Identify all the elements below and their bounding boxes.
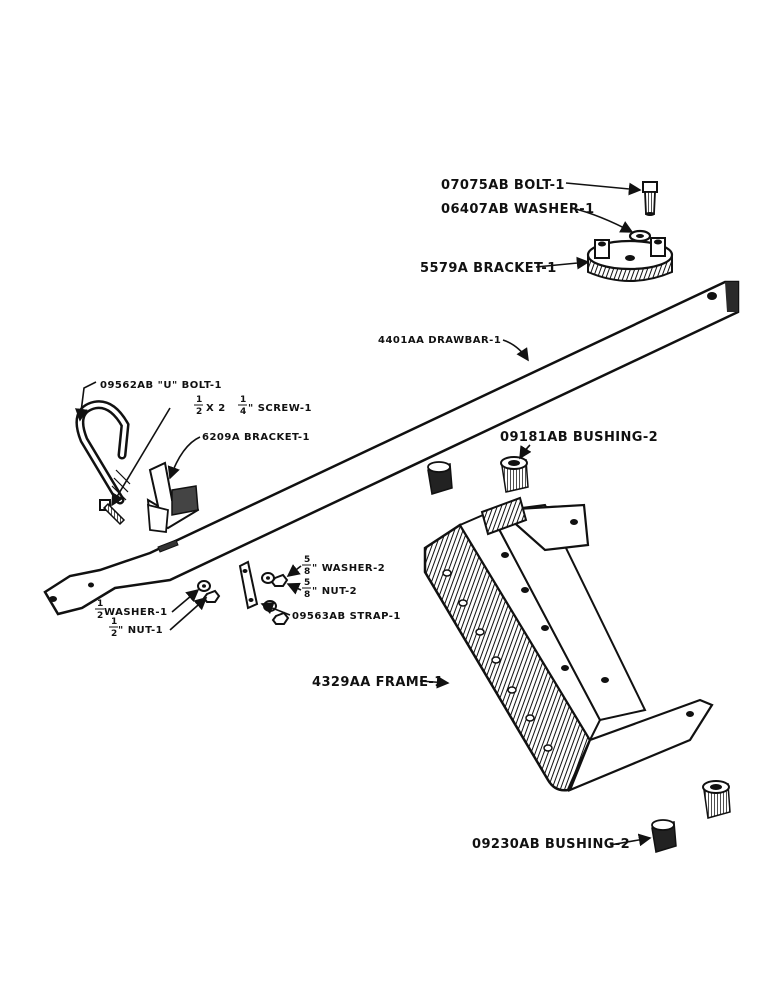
- top-washer-part: [628, 229, 652, 243]
- label-bracket-mid: 6209A BRACKET-1: [202, 432, 310, 443]
- label-nut1-frac-num: 1: [111, 617, 117, 627]
- drawbar-hole-front: [49, 596, 57, 602]
- drawbar-part: [43, 280, 740, 616]
- label-drawbar: 4401AA DRAWBAR-1: [378, 335, 501, 346]
- label-washer2-frac-den: 8: [304, 567, 310, 577]
- label-screw-mid: X 2: [206, 403, 226, 414]
- label-u-bolt: 09562AB "U" BOLT-1: [100, 380, 222, 391]
- label-washer2-frac-num: 5: [304, 555, 310, 565]
- label-frame: 4329AA FRAME-1: [312, 675, 444, 690]
- label-screw-frac-den: 2: [196, 407, 202, 417]
- label-washer1-frac-den: 2: [97, 611, 103, 621]
- washer-nut-set-left: [197, 580, 221, 603]
- screw-part: [99, 499, 126, 526]
- label-washer1-frac-num: 1: [97, 599, 103, 609]
- label-strap: 09563AB STRAP-1: [292, 611, 401, 622]
- mid-bracket-part: [146, 461, 200, 534]
- bushing-loose-1: [427, 461, 453, 495]
- label-nut1-frac-den: 2: [111, 629, 117, 639]
- label-nut2-frac-den: 8: [304, 590, 310, 600]
- label-bolt: 07075AB BOLT-1: [441, 178, 565, 193]
- label-bushing-bottom: 09230AB BUSHING-2: [472, 837, 630, 852]
- label-washer2: " WASHER-2: [312, 563, 385, 574]
- bushing-bottom-loose: [702, 780, 731, 819]
- washer-nut-set-right: [261, 572, 290, 625]
- label-nut1: " NUT-1: [118, 625, 163, 636]
- drawbar-hole-front-2: [88, 582, 94, 588]
- label-bushing-top: 09181AB BUSHING-2: [500, 430, 658, 445]
- bolt-part: [642, 181, 658, 216]
- label-screw-frac2-num: 1: [240, 395, 246, 405]
- bushing-bottom-part: [651, 819, 677, 853]
- label-bracket-top: 5579A BRACKET-1: [420, 261, 557, 276]
- u-bolt-part: [75, 400, 131, 505]
- frame-part: [423, 496, 714, 793]
- label-nut2-frac-num: 5: [304, 578, 310, 588]
- label-washer-top: 06407AB WASHER-1: [441, 202, 595, 217]
- label-nut2: " NUT-2: [312, 586, 357, 597]
- leader-lines: [75, 182, 652, 847]
- label-screw-frac-num: 1: [196, 395, 202, 405]
- strap-part: [238, 560, 259, 610]
- label-screw-frac2-den: 4: [240, 407, 246, 417]
- bushing-top-part: [500, 456, 529, 493]
- drawbar-hole-rear: [707, 292, 717, 300]
- label-screw: " SCREW-1: [248, 403, 312, 414]
- label-washer1: WASHER-1: [104, 607, 168, 618]
- top-bracket-part: [586, 237, 674, 282]
